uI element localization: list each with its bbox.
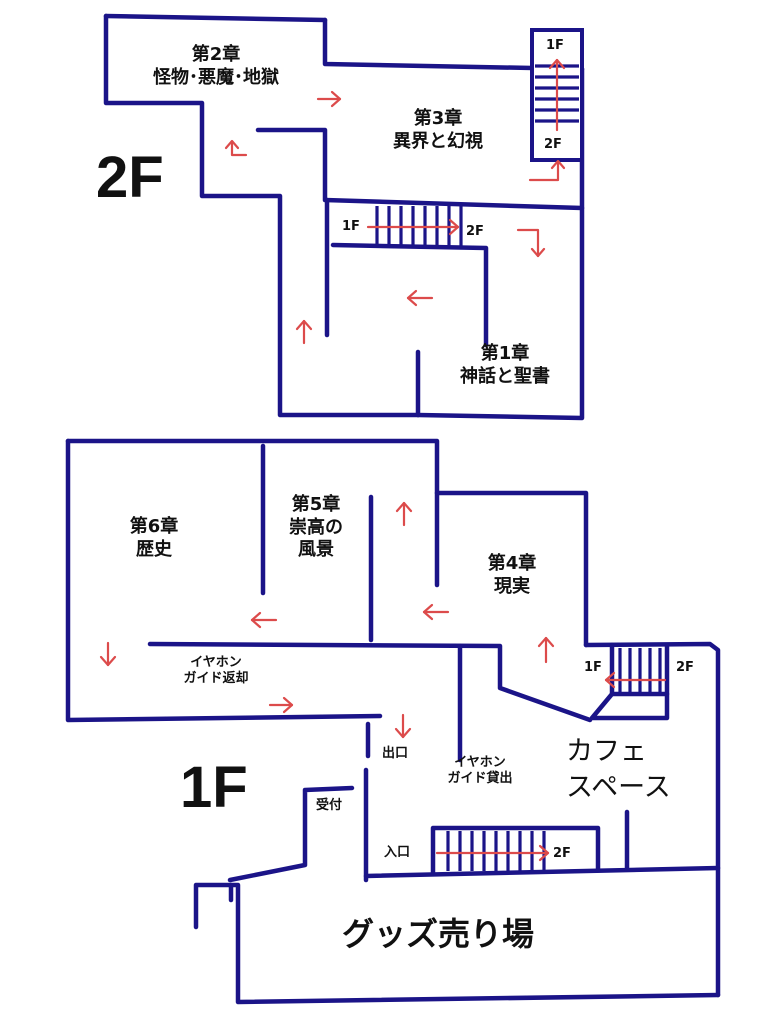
cafe-line2: スペース [566,772,671,804]
room-chapter3: 第3章 異界と幻視 [360,108,516,153]
reception-label: 受付 [316,798,343,813]
arrow-left-icon [250,611,278,629]
arrow-left-icon [604,671,667,689]
cafe-space-area: カフェ スペース [566,734,671,807]
earphone-return-line2: ガイド返却 [183,671,249,687]
earphone-return-line1: イヤホン [190,655,242,670]
room-chapter1-number: 第1章 [480,343,530,364]
room-chapter4-title: 現実 [494,575,530,597]
upper-floor-walls [103,13,585,421]
arrow-down-icon [99,641,117,667]
floor-label-2f: 2F [96,145,164,210]
arrow-right-icon [435,844,550,862]
arrow-left-icon [422,603,450,621]
arrow-up-icon [528,159,566,182]
earphone-rental-area: イヤホン ガイド貸出 [424,755,536,788]
lower-floor-walls [65,438,721,1005]
earphone-rental-line1: イヤホン [454,755,506,770]
room-chapter5-number: 第5章 [291,494,341,515]
arrow-up-icon [548,58,566,132]
stair-label-2f: 2F [466,224,484,239]
arrow-right-icon [268,696,294,714]
room-chapter6-number: 第6章 [129,516,179,537]
room-chapter6-title: 歴史 [136,538,172,560]
room-chapter2-title: 怪物･悪魔･地獄 [153,66,279,88]
arrow-down-icon [394,713,412,739]
goods-shop-label: グッズ売り場 [342,915,535,953]
room-chapter6: 第6章 歴史 [100,516,208,561]
stair-label-1f: 1F [342,219,360,234]
room-chapter1-title: 神話と聖書 [460,365,550,387]
arrow-right-icon [366,218,460,236]
stair-label-1f: 1F [546,38,564,53]
stair-label-2f: 2F [544,137,562,152]
arrow-up-icon [395,501,413,527]
room-chapter5: 第5章 崇高の 風景 [266,494,366,562]
cafe-line1: カフェ [566,736,647,767]
direction-arrows [99,58,667,862]
room-chapter3-title: 異界と幻視 [393,130,483,152]
room-chapter5-title-1: 崇高の [289,516,343,538]
arrow-up-icon [537,636,555,664]
exit-label: 出口 [382,746,409,761]
arrow-down-icon [516,228,546,258]
room-chapter2-number: 第2章 [191,44,241,65]
stair-label-2f: 2F [553,846,571,861]
stair-label-1f: 1F [584,660,602,675]
earphone-rental-line2: ガイド貸出 [447,771,513,787]
stair-label-2f: 2F [676,660,694,675]
stairs-lower-entrance [430,825,601,875]
room-chapter5-title-2: 風景 [298,539,334,560]
earphone-return-area: イヤホン ガイド返却 [152,655,280,688]
room-chapter4-number: 第4章 [487,553,537,574]
room-chapter4: 第4章 現実 [462,553,562,598]
arrow-left-icon [406,289,434,307]
arrow-right-icon [316,90,342,108]
arrow-up-icon [224,139,248,157]
room-chapter1: 第1章 神話と聖書 [440,343,570,388]
room-chapter3-number: 第3章 [413,108,463,129]
floor-label-1f: 1F [180,755,248,820]
entrance-label: 入口 [384,845,411,860]
room-chapter2: 第2章 怪物･悪魔･地獄 [118,44,314,89]
arrow-up-icon [295,319,313,345]
stairs-lower-right [589,642,670,721]
